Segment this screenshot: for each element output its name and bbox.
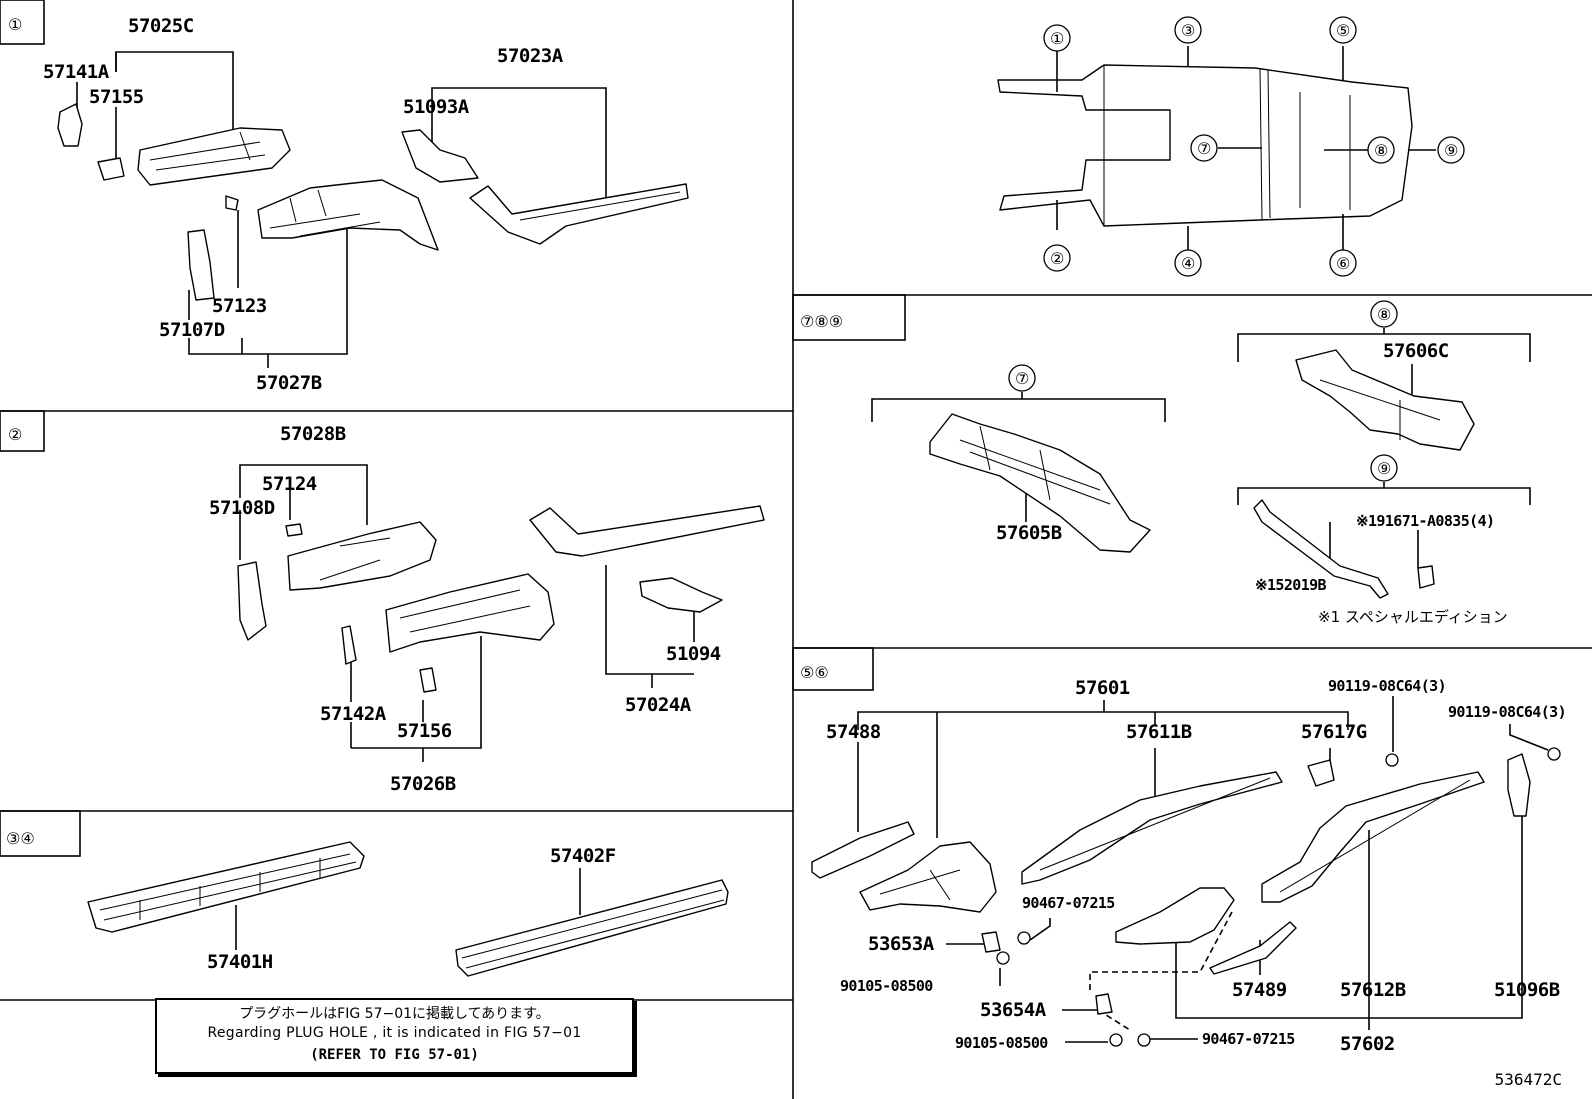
part-51094: 51094: [666, 643, 721, 665]
part-57606C: 57606C: [1383, 340, 1449, 362]
sub-marker-7: ⑦: [1015, 369, 1029, 388]
part-51093A: 51093A: [403, 96, 470, 118]
marker-8: ⑧: [1374, 141, 1388, 160]
section-56: [811, 696, 1561, 1047]
special-edition-footnote: ※1 スペシャルエディション: [1318, 608, 1508, 626]
part-57028B: 57028B: [280, 423, 346, 445]
marker-5: ⑤: [1336, 21, 1350, 40]
part-57602: 57602: [1340, 1033, 1395, 1055]
part-57155: 57155: [89, 86, 144, 108]
plug-hole-note: プラグホールはFIG 57−01に掲載してあります。 Regarding PLU…: [155, 998, 634, 1074]
section-tag-34: ③④: [6, 829, 35, 848]
part-57402F: 57402F: [550, 845, 616, 867]
part-57024A: 57024A: [625, 694, 692, 716]
marker-9: ⑨: [1444, 141, 1458, 160]
marker-1: ①: [1050, 29, 1064, 48]
part-53653A: 53653A: [868, 933, 935, 955]
part-57601: 57601: [1075, 677, 1130, 699]
part-57141A: 57141A: [43, 61, 110, 83]
sub-marker-8: ⑧: [1377, 305, 1391, 324]
note-line-english: Regarding PLUG HOLE , it is indicated in…: [207, 1025, 582, 1041]
part-57123: 57123: [212, 295, 267, 317]
part-57611B: 57611B: [1126, 721, 1192, 743]
part-90467-07215-a: 90467-07215: [1022, 894, 1115, 912]
marker-7: ⑦: [1197, 139, 1211, 158]
part-57605B: 57605B: [996, 522, 1062, 544]
marker-2: ②: [1050, 249, 1064, 268]
part-57025C: 57025C: [128, 15, 194, 37]
section-34: [87, 841, 729, 977]
part-191671-A0835: ※191671-A0835(4): [1356, 512, 1494, 530]
marker-6: ⑥: [1336, 254, 1350, 273]
marker-4: ④: [1181, 254, 1195, 273]
section-1: [57, 51, 689, 368]
section-tag-789: ⑦⑧⑨: [800, 312, 843, 331]
part-57026B: 57026B: [390, 773, 456, 795]
part-57142A: 57142A: [320, 703, 387, 725]
overview-markers: ① ② ③ ④ ⑤ ⑥ ⑦ ⑧ ⑨: [1050, 21, 1458, 273]
part-57027B: 57027B: [256, 372, 322, 394]
part-57107D: 57107D: [159, 319, 225, 341]
part-57401H: 57401H: [207, 951, 273, 973]
note-line-japanese: プラグホールはFIG 57−01に掲載してあります。: [239, 1006, 550, 1022]
part-57488: 57488: [826, 721, 881, 743]
sub-marker-9: ⑨: [1377, 459, 1391, 478]
part-152019B: ※152019B: [1255, 576, 1327, 594]
part-57124: 57124: [262, 473, 317, 495]
part-57617G: 57617G: [1301, 721, 1367, 743]
section-2: [237, 464, 765, 762]
part-90105-08500-b: 90105-08500: [955, 1034, 1048, 1052]
part-57612B: 57612B: [1340, 979, 1406, 1001]
part-57108D: 57108D: [209, 497, 275, 519]
part-90105-08500-a: 90105-08500: [840, 977, 933, 995]
section-tag-1: ①: [8, 15, 22, 34]
section-tag-56: ⑤⑥: [800, 663, 829, 682]
part-53654A: 53654A: [980, 999, 1047, 1021]
overview-frame: [997, 16, 1465, 277]
section-tag-2: ②: [8, 425, 22, 444]
part-57489: 57489: [1232, 979, 1287, 1001]
part-51096B: 51096B: [1494, 979, 1560, 1001]
part-90119-08C64-b: 90119-08C64(3): [1448, 703, 1566, 721]
note-line-reference: (REFER TO FIG 57-01): [310, 1047, 479, 1063]
part-57156: 57156: [397, 720, 452, 742]
part-57023A: 57023A: [497, 45, 564, 67]
section-789: [871, 300, 1531, 599]
figure-id: 536472C: [1494, 1070, 1562, 1089]
part-90119-08C64-a: 90119-08C64(3): [1328, 677, 1446, 695]
part-90467-07215-b: 90467-07215: [1202, 1030, 1295, 1048]
marker-3: ③: [1181, 21, 1195, 40]
